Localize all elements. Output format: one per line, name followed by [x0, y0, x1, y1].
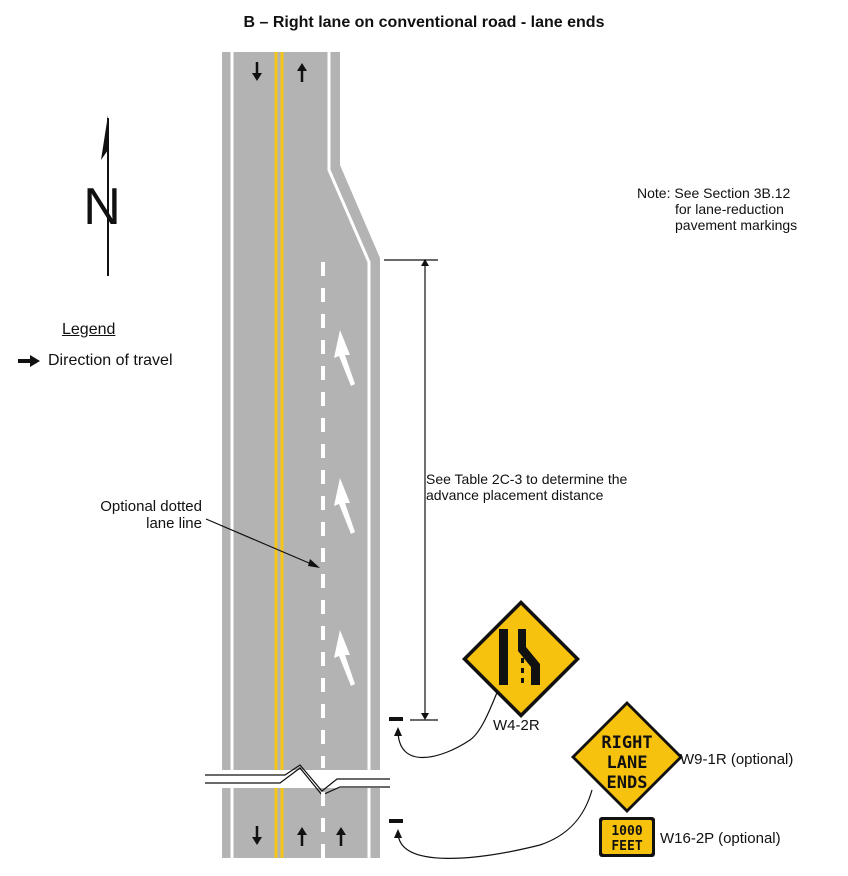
road-pavement-upper — [222, 52, 380, 770]
lane-reduction-arrow — [334, 630, 355, 686]
w16-2p-label: W16-2P (optional) — [660, 830, 781, 847]
w9-1r-sign-line3: ENDS — [607, 773, 648, 793]
sign-post-marker-w4-2r — [389, 717, 403, 721]
lane-reduction-arrow — [334, 330, 355, 386]
optional-lane-line-label: Optional dotted lane line — [40, 498, 202, 533]
placement-dimension-line — [384, 259, 438, 721]
legend-title: Legend — [62, 321, 116, 338]
right-edge-line — [327, 52, 371, 770]
legend-entry-label: Direction of travel — [48, 352, 173, 369]
leader-line-optional — [205, 518, 320, 568]
placement-line-2: advance placement distance — [426, 487, 604, 504]
lane-arrow-down-bottom — [252, 826, 262, 845]
sign-post-marker-w9-1r — [389, 819, 403, 823]
placement-line-1: See Table 2C-3 to determine the — [426, 471, 628, 487]
diagram-title: B – Right lane on conventional road - la… — [243, 14, 605, 31]
w16-2p-line1: 1000 — [611, 824, 642, 839]
w9-1r-sign-line1: RIGHT — [601, 733, 652, 753]
w4-2r-sign — [462, 600, 580, 718]
north-label: N — [83, 178, 121, 236]
lane-arrow-up-top — [297, 63, 307, 82]
optional-line-1: Optional dotted — [100, 498, 202, 515]
w9-1r-sign — [571, 701, 683, 813]
lane-arrow-up-bottom-2 — [336, 827, 346, 846]
w16-2p-line2: FEET — [611, 839, 642, 854]
lane-arrow-down-top — [252, 62, 262, 81]
north-arrow-icon — [101, 115, 109, 276]
w9-1r-label: W9-1R (optional) — [680, 751, 794, 768]
w9-1r-sign-line2: LANE — [607, 753, 648, 773]
leader-curve-w4-2r — [397, 689, 499, 758]
legend-entry: Direction of travel — [18, 352, 173, 370]
note-text: Note: See Section 3B.12 for lane-reducti… — [637, 185, 797, 233]
lane-reduction-arrow — [334, 478, 355, 534]
note-line-3: pavement markings — [675, 217, 798, 234]
road-pavement-lower — [222, 788, 380, 858]
lane-arrow-up-bottom-1 — [297, 827, 307, 846]
placement-distance-text: See Table 2C-3 to determine the advance … — [426, 471, 686, 503]
right-arrow-icon — [18, 355, 40, 368]
leader-curve-w9-1r — [397, 789, 593, 859]
optional-line-2: lane line — [146, 515, 202, 533]
road-break-line — [205, 764, 390, 792]
note-line-2: for lane-reduction — [675, 201, 784, 218]
note-line-1: Note: See Section 3B.12 — [637, 185, 791, 201]
w4-2r-label: W4-2R — [493, 717, 540, 734]
w16-2p-plaque — [599, 817, 655, 857]
